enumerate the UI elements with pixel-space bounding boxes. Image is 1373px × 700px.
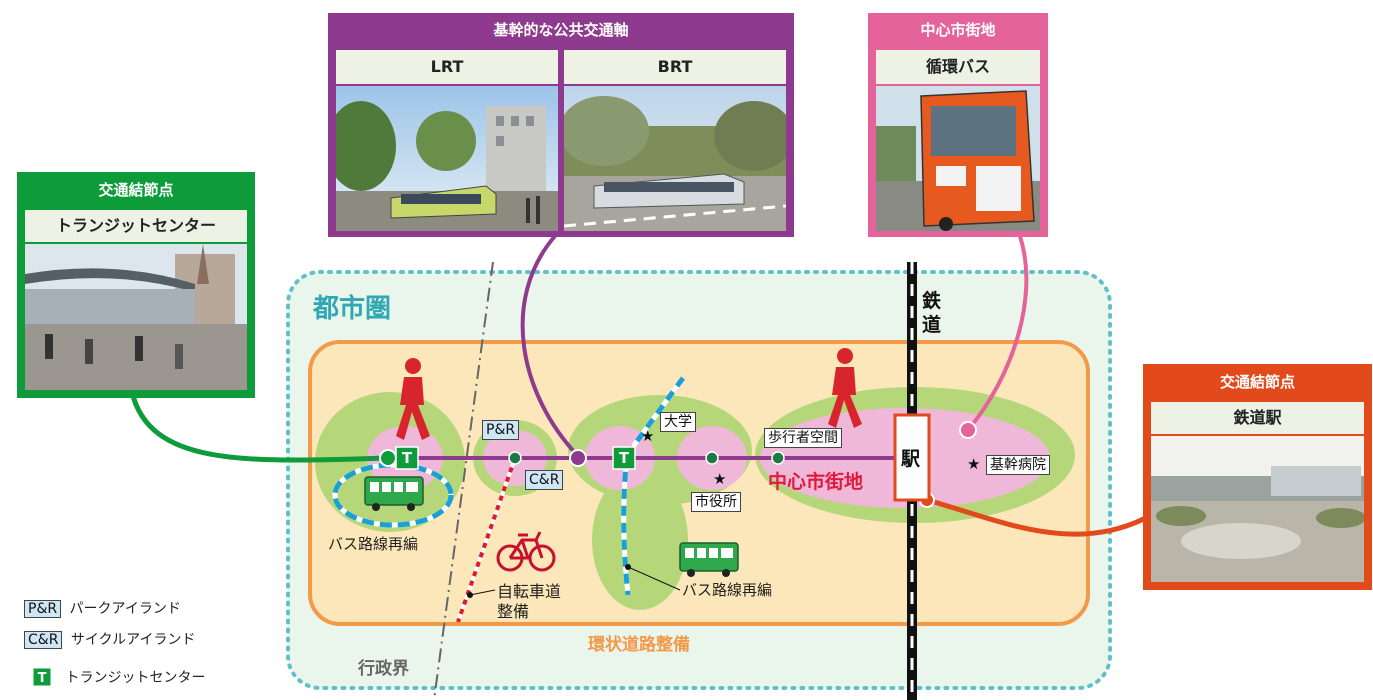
node-pink-end [959, 421, 977, 439]
transit-marker-mid-text: T [618, 449, 630, 467]
city-hall-star: ★ [713, 470, 727, 488]
railway-label-top: 鉄 [922, 290, 942, 312]
node-cityhall [705, 451, 719, 465]
node-pr [508, 451, 522, 465]
brt-photo [564, 86, 786, 231]
circular-bus-photo [876, 86, 1040, 231]
leader-bus-mid [627, 566, 681, 591]
leader-bike-dot [467, 592, 473, 598]
axis-card-header: 基幹的な公共交通軸 [493, 21, 629, 39]
leader-bus-mid-dot [625, 564, 631, 570]
hospital-label: 基幹病院 [986, 455, 1050, 475]
node-transit-center [379, 449, 397, 467]
transit-marker-left [395, 446, 419, 470]
station-box [893, 413, 931, 502]
legend-item-cr: C&R サイクルアイランド [24, 629, 195, 649]
axis-card-sub-brt: BRT [564, 50, 786, 84]
downtown-card-header: 中心市街地 [920, 21, 996, 39]
bike-lane-label-1: 自転車道 [497, 582, 562, 601]
axis-card-sub-lrt: LRT [336, 50, 558, 84]
pedestrian-icon [828, 348, 862, 428]
station-card-header: 交通結節点 [1219, 373, 1295, 391]
bus-route-loop [332, 462, 454, 528]
station-card: 交通結節点 鉄道駅 [1143, 364, 1372, 590]
bus-reorg-left-label: バス路線再編 [328, 535, 419, 553]
legend-text-pr: パークアイランド [69, 601, 181, 617]
cr-label: C&R [525, 470, 564, 490]
legend-tag-cr: C&R [24, 631, 63, 649]
bicycle-icon [496, 531, 556, 572]
admin-boundary-label: 行政界 [358, 659, 409, 679]
transit-center-photo [25, 244, 247, 390]
legend-item-transit: T トランジットセンター [33, 667, 206, 689]
downtown-card-sub: 循環バス [876, 50, 1040, 84]
axis-card: 基幹的な公共交通軸 LRT BRT [328, 13, 794, 237]
legend-tag-pr: P&R [24, 600, 62, 618]
bus-route-mid-lower [621, 454, 631, 596]
legend-text-cr: サイクルアイランド [70, 632, 196, 648]
legend-tag-transit: T [37, 671, 47, 686]
connector-lrt [520, 234, 580, 458]
transit-center-card: 交通結節点 トランジットセンター [17, 172, 255, 398]
bus-reorg-mid-label: バス路線再編 [682, 581, 773, 599]
transit-center-card-header: 交通結節点 [98, 181, 174, 199]
connector-station [926, 497, 1162, 537]
transit-marker-left-text: T [401, 449, 413, 467]
railway-label-bottom: 道 [922, 314, 942, 336]
station-label: 駅 [901, 448, 921, 470]
lrt-photo [336, 86, 558, 231]
legend-item-pr: P&R パークアイランド [24, 598, 181, 618]
leader-bike [469, 589, 496, 596]
hospital-star: ★ [967, 455, 981, 473]
bike-lane-label-2: 整備 [497, 602, 530, 621]
connector-bus-circle [966, 235, 1029, 432]
admin-boundary-line [433, 261, 494, 700]
downtown-label: 中心市街地 [768, 471, 864, 493]
transit-center-card-sub: トランジットセンター [25, 210, 247, 242]
station-card-sub: 鉄道駅 [1151, 402, 1364, 434]
connector-transit-center [129, 391, 389, 463]
transit-marker-mid [612, 446, 636, 470]
legend-transit-box [32, 667, 52, 687]
bus-icon [364, 476, 424, 511]
node-cr [569, 449, 587, 467]
city-hall-label: 市役所 [691, 492, 741, 512]
green-zone-corridor [592, 470, 688, 610]
ring-road-label: 環状道路整備 [588, 635, 690, 655]
pr-label: P&R [482, 420, 520, 440]
bus-route-mid [624, 376, 686, 457]
university-star: ★ [641, 427, 655, 445]
university-label: 大学 [660, 412, 696, 432]
legend-text-transit: トランジットセンター [65, 670, 206, 686]
metro-area-label: 都市圏 [313, 294, 392, 324]
pedestrian-space-label: 歩行者空間 [764, 428, 842, 448]
station-photo [1151, 436, 1364, 582]
bus-icon [679, 542, 739, 577]
pedestrian-icon [396, 358, 430, 440]
node-downtown [771, 451, 785, 465]
downtown-card: 中心市街地 循環バス [868, 13, 1048, 237]
